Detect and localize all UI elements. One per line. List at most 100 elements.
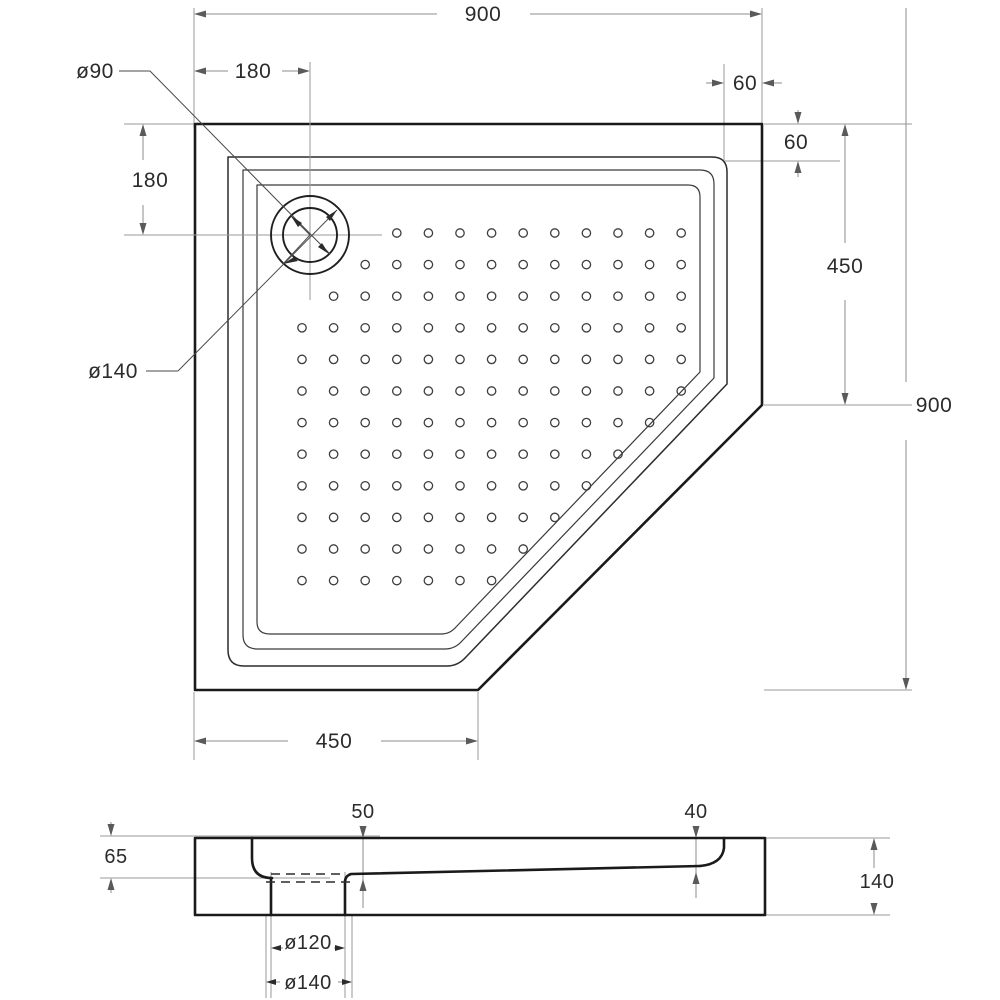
anti-slip-dot <box>328 480 339 491</box>
anti-slip-dot <box>297 354 307 365</box>
anti-slip-dot <box>644 354 655 365</box>
anti-slip-dot <box>423 228 434 238</box>
section-right-basin-wall <box>698 836 726 868</box>
anti-slip-dot <box>644 449 655 460</box>
anti-slip-dot <box>391 259 402 270</box>
anti-slip-dot <box>486 386 497 396</box>
anti-slip-dot <box>581 544 592 554</box>
anti-slip-dot <box>486 449 497 460</box>
plan-dimension-label-right-900: 900 <box>916 394 953 417</box>
anti-slip-dot <box>676 417 687 428</box>
anti-slip-dot <box>486 354 497 365</box>
anti-slip-dot <box>676 512 687 523</box>
anti-slip-dot <box>644 386 655 396</box>
anti-slip-dot <box>676 449 687 460</box>
anti-slip-dot <box>549 386 560 396</box>
anti-slip-dot <box>613 322 623 333</box>
anti-slip-dot <box>676 322 687 333</box>
anti-slip-dot <box>455 354 465 365</box>
anti-slip-dot <box>391 449 402 460</box>
anti-slip-dot <box>391 386 402 396</box>
anti-slip-dot <box>549 228 560 238</box>
section-dimension-label-sec-65: 65 <box>104 846 127 868</box>
anti-slip-dot <box>518 544 529 554</box>
anti-slip-dot <box>486 291 497 302</box>
anti-slip-dot <box>423 449 434 460</box>
anti-slip-dot <box>486 259 497 270</box>
anti-slip-dot <box>644 544 655 554</box>
anti-slip-dot <box>613 512 623 523</box>
anti-slip-dot <box>391 228 402 238</box>
section-left-basin-wall <box>250 836 274 917</box>
anti-slip-dot <box>391 322 402 333</box>
anti-slip-dot <box>644 259 655 270</box>
anti-slip-dot <box>549 544 560 554</box>
anti-slip-dot <box>423 544 434 554</box>
anti-slip-dot <box>360 354 371 365</box>
section-outer-body <box>193 836 767 917</box>
anti-slip-dot <box>518 354 529 365</box>
anti-slip-dot <box>613 354 623 365</box>
anti-slip-dot <box>518 291 529 302</box>
tray-plan-geometry <box>193 122 764 692</box>
anti-slip-dot <box>328 512 339 523</box>
drain-outer-circle <box>270 195 350 275</box>
anti-slip-dot <box>549 575 560 586</box>
anti-slip-dot <box>360 417 371 428</box>
plan-callout-label-drain-outer-dia: ø90 <box>76 60 114 83</box>
anti-slip-dot <box>644 417 655 428</box>
anti-slip-dot <box>581 228 592 238</box>
anti-slip-dot <box>297 480 307 491</box>
anti-slip-dot <box>297 575 307 586</box>
anti-slip-dot <box>391 480 402 491</box>
anti-slip-dot <box>423 354 434 365</box>
anti-slip-dot <box>455 544 465 554</box>
anti-slip-dot <box>297 449 307 460</box>
plan-dimension-label-right-450: 450 <box>827 255 864 278</box>
plan-dimension-label-top-right-60: 60 <box>733 72 757 95</box>
anti-slip-dot <box>360 575 371 586</box>
anti-slip-dot <box>486 228 497 238</box>
anti-slip-dot <box>581 480 592 491</box>
anti-slip-dot <box>360 259 371 270</box>
anti-slip-dot <box>360 291 371 302</box>
anti-slip-dot <box>613 480 623 491</box>
anti-slip-dot <box>644 228 655 238</box>
anti-slip-dot <box>455 386 465 396</box>
anti-slip-dot <box>549 449 560 460</box>
section-dimension-label-sec-40: 40 <box>684 801 707 823</box>
anti-slip-dot <box>613 449 623 460</box>
anti-slip-dot <box>518 449 529 460</box>
anti-slip-dot <box>423 417 434 428</box>
anti-slip-dot <box>391 354 402 365</box>
anti-slip-dot <box>486 512 497 523</box>
anti-slip-dot <box>328 386 339 396</box>
anti-slip-dot <box>676 575 687 586</box>
anti-slip-dot <box>455 417 465 428</box>
anti-slip-dot <box>423 386 434 396</box>
plan-dimension-label-left-180: 180 <box>132 169 169 192</box>
anti-slip-dot <box>581 449 592 460</box>
anti-slip-dot <box>455 449 465 460</box>
tray-section-geometry <box>193 836 767 917</box>
anti-slip-dot-grid <box>297 228 687 586</box>
anti-slip-dot <box>613 259 623 270</box>
anti-slip-dot <box>455 575 465 586</box>
anti-slip-dot <box>613 575 623 586</box>
anti-slip-dot <box>328 322 339 333</box>
anti-slip-dot <box>360 512 371 523</box>
anti-slip-dot <box>360 386 371 396</box>
anti-slip-dot <box>581 291 592 302</box>
anti-slip-dot <box>360 544 371 554</box>
anti-slip-dot <box>423 480 434 491</box>
anti-slip-dot <box>549 322 560 333</box>
anti-slip-dot <box>581 322 592 333</box>
anti-slip-dot <box>644 480 655 491</box>
anti-slip-dot <box>486 480 497 491</box>
anti-slip-dot <box>613 417 623 428</box>
anti-slip-dot <box>549 512 560 523</box>
anti-slip-dot <box>549 417 560 428</box>
